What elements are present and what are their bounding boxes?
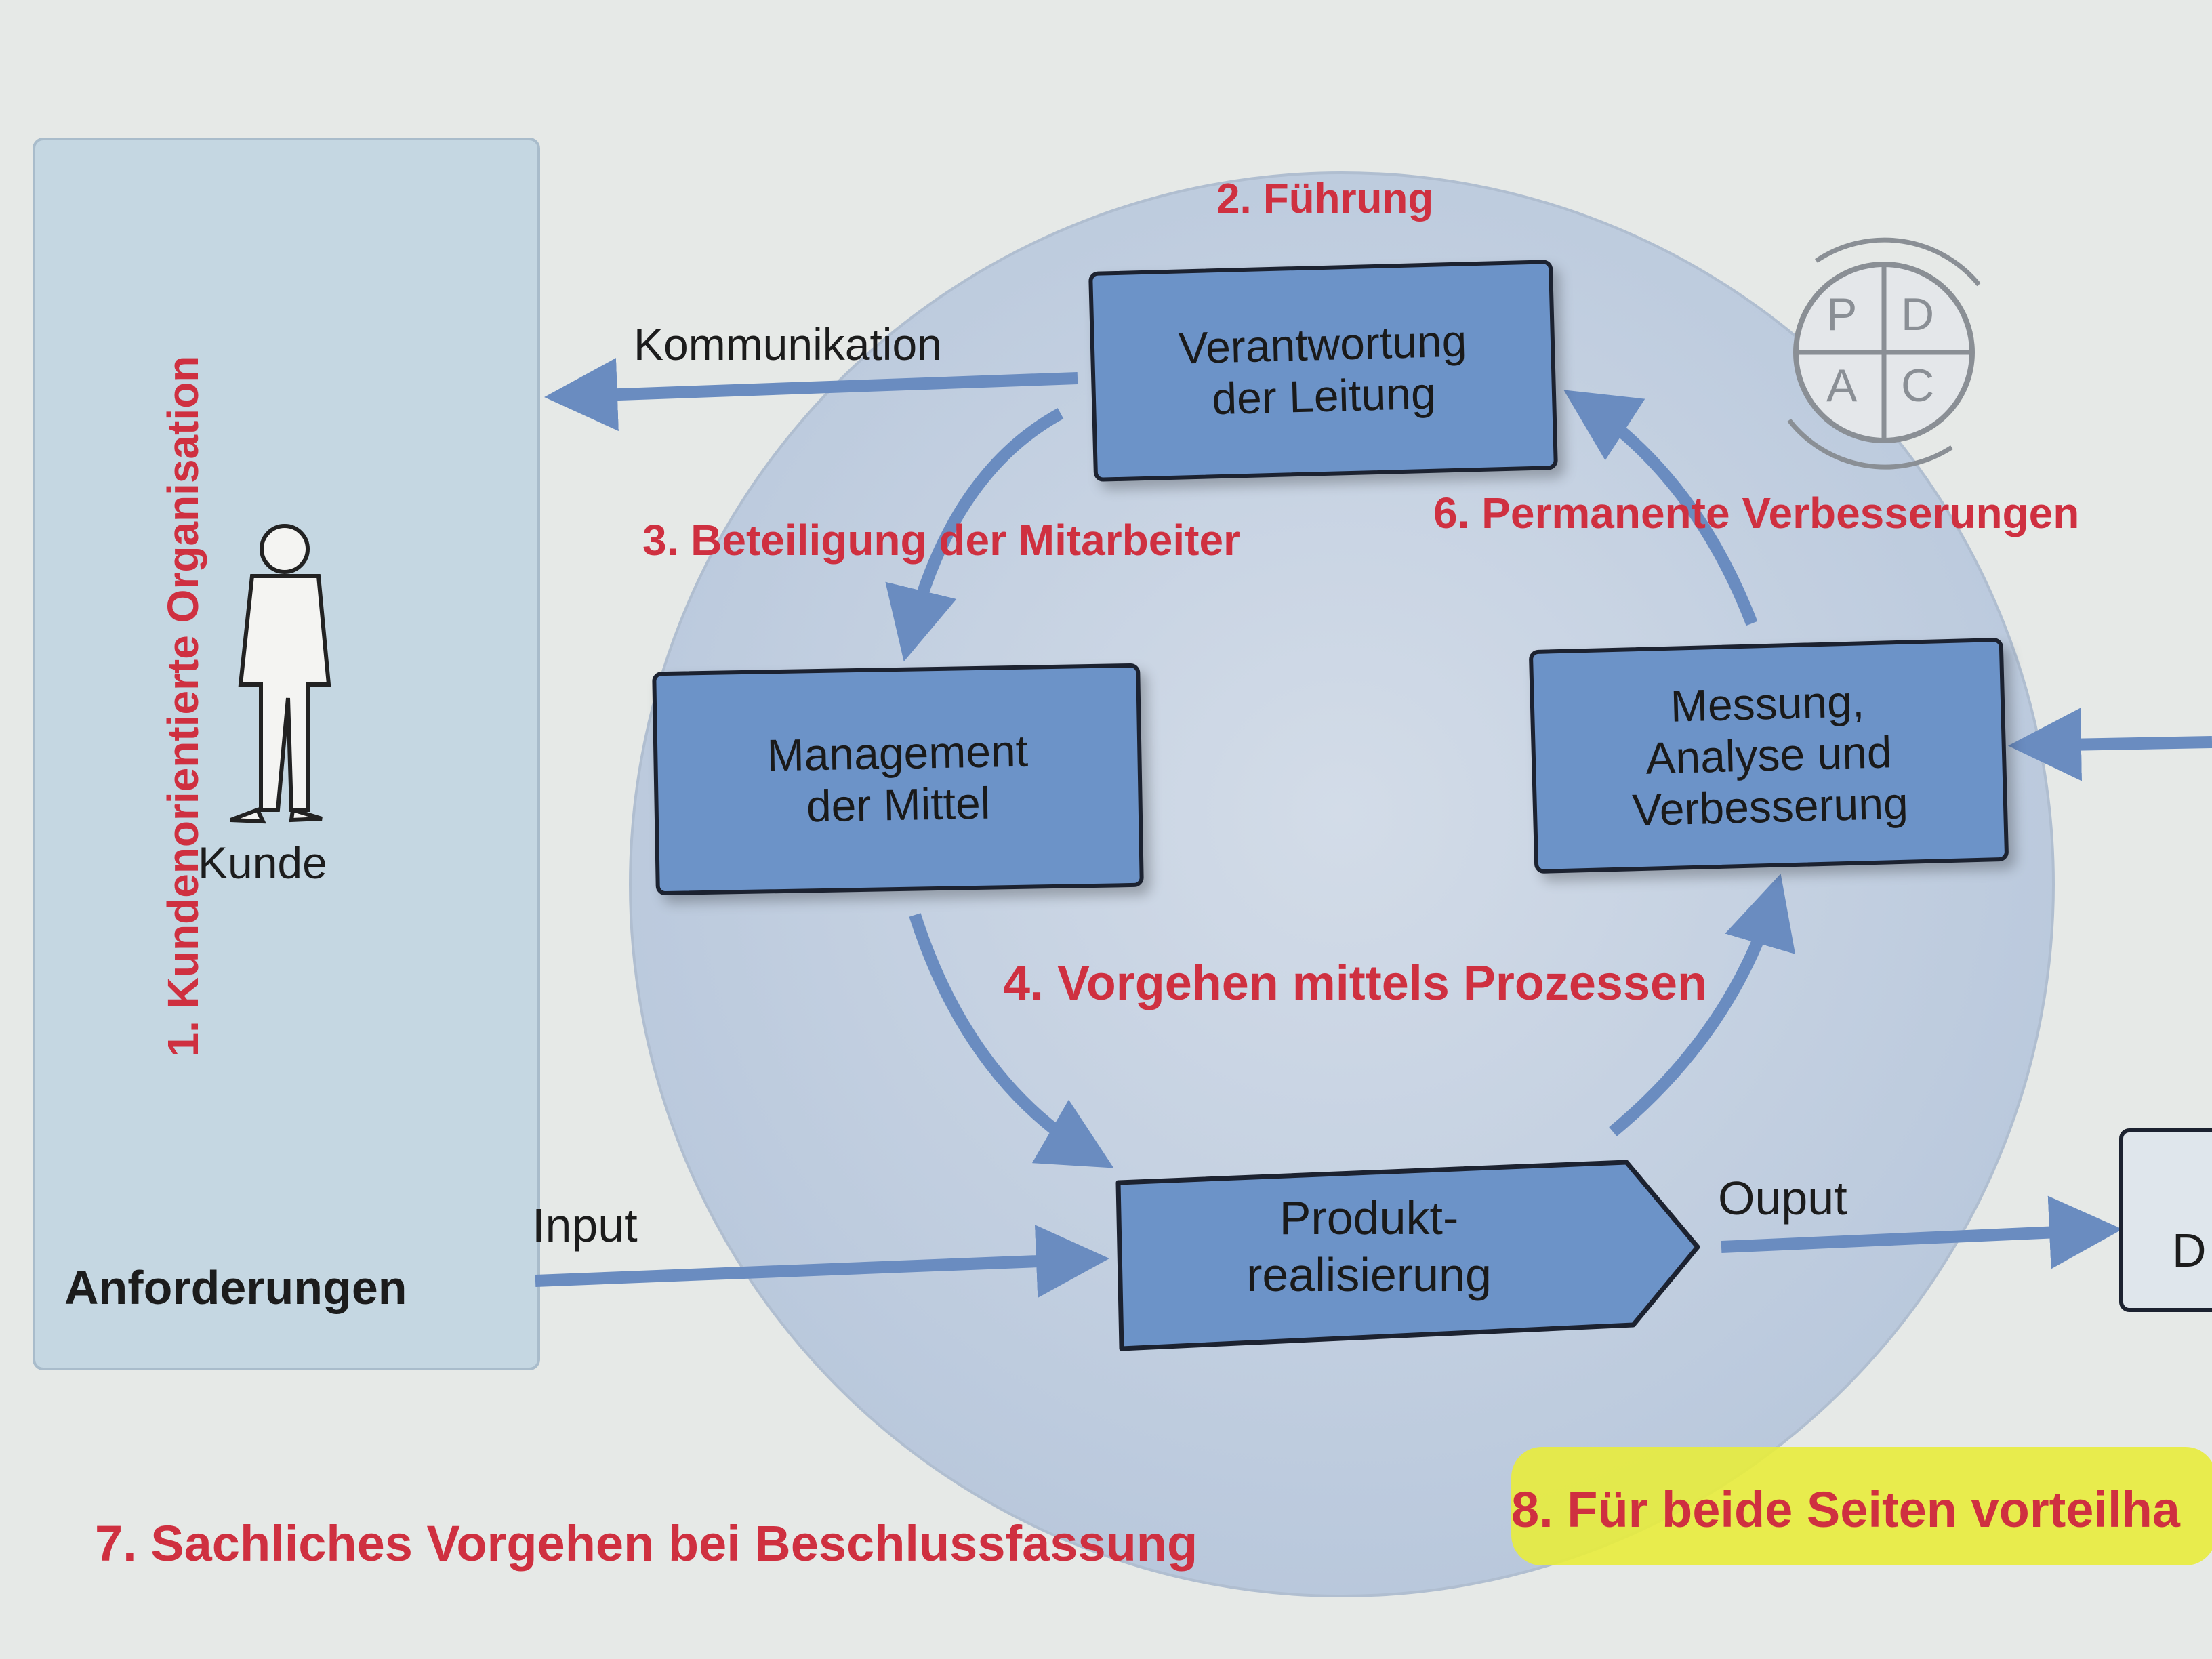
management-box: Management der Mittel [652, 663, 1144, 896]
messung-box: Messung, Analyse und Verbesserung [1528, 637, 2009, 874]
fuehrung-label: 2. Führung [1216, 176, 1434, 222]
vorteilhaft-label: 8. Für beide Seiten vorteilha [1511, 1481, 2180, 1538]
produkt-box-shape [1115, 1160, 1700, 1351]
management-line2: der Mittel [806, 777, 991, 832]
customer-panel [33, 138, 540, 1370]
verantwortung-line1: Verantwortung [1177, 315, 1468, 373]
pdca-p-label: P [1826, 289, 1858, 340]
kunde-label: Kunde [198, 838, 327, 888]
beteiligung-label: 3. Beteiligung der Mitarbeiter [642, 516, 1240, 565]
kommunikation-arrow [544, 358, 1078, 432]
verbesserungen-label: 6. Permanente Verbesserungen [1433, 489, 2080, 537]
cycle-arrow-top-left [885, 408, 1064, 662]
prozesse-label: 4. Vorgehen mittels Prozessen [1003, 956, 1708, 1010]
management-line1: Management [766, 725, 1029, 781]
cycle-arrow-bottom-right [1609, 874, 1796, 1136]
cut-off-box-label: D [2172, 1224, 2207, 1277]
pdca-wheel-icon [1787, 237, 1981, 470]
pdca-d-label: D [1901, 289, 1935, 340]
highlight-marker [1511, 1447, 2212, 1565]
messung-line3: Verbesserung [1631, 777, 1909, 836]
produkt-line1: Produkt- [1279, 1191, 1459, 1244]
customer-figure-icon [229, 524, 331, 824]
right-input-arrow [2008, 708, 2212, 781]
output-label: Ouput [1718, 1172, 1847, 1225]
cycle-arrow-top-right [1563, 390, 1758, 626]
cut-off-box [2119, 1128, 2212, 1312]
produkt-line2: realisierung [1246, 1248, 1492, 1301]
kommunikation-label: Kommunikation [634, 319, 942, 369]
beschluss-label: 7. Sachliches Vorgehen bei Beschlussfass… [95, 1515, 1198, 1572]
cycle-arrow-bottom-left [909, 913, 1114, 1168]
verantwortung-line2: der Leitung [1211, 367, 1437, 424]
verantwortung-box: Verantwortung der Leitung [1088, 260, 1558, 482]
input-arrow [535, 1225, 1109, 1298]
pdca-a-label: A [1826, 360, 1858, 411]
messung-line2: Analyse und [1645, 726, 1893, 783]
output-arrow [1721, 1195, 2123, 1269]
anforderungen-label: Anforderungen [64, 1261, 407, 1314]
messung-line1: Messung, [1669, 676, 1865, 731]
input-label: Input [532, 1199, 638, 1252]
produkt-box-text: Produkt- realisierung [1152, 1189, 1586, 1303]
pdca-c-label: C [1901, 360, 1935, 411]
kundenorientierte-organisation-label: 1. Kundenorientierte Organisation [159, 355, 207, 1057]
